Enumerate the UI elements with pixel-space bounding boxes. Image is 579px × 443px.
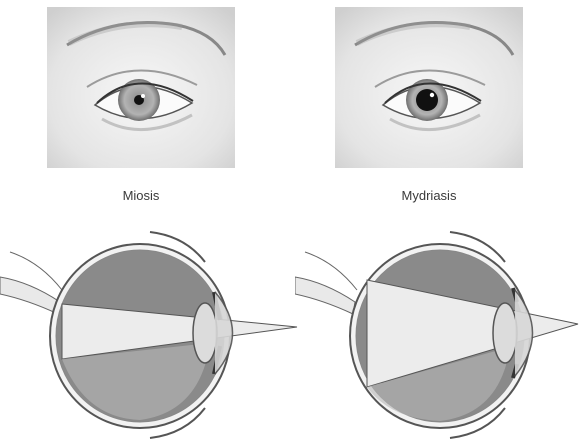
mydriasis-label: Mydriasis: [334, 188, 524, 203]
mydriasis-eye-cross-section: [295, 222, 579, 443]
miosis-eye-cross-section: [0, 222, 300, 443]
miosis-label: Miosis: [46, 188, 236, 203]
miosis-eye-illustration: [47, 7, 235, 168]
mydriasis-eye-illustration: [335, 7, 523, 168]
